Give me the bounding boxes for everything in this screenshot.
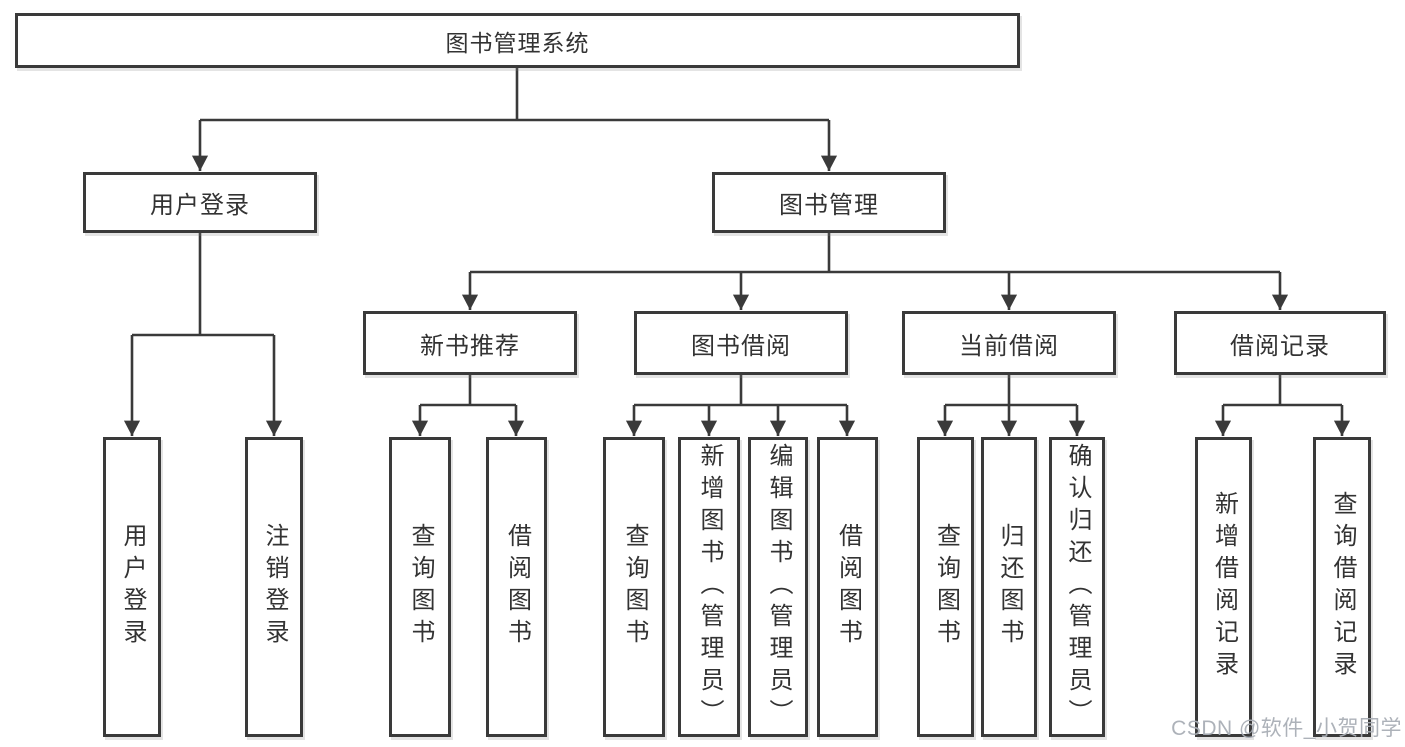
leaf-logout: 注销登录	[245, 437, 303, 737]
node-book-borrowing: 图书借阅	[634, 311, 848, 375]
leaf-confirm-return-admin: 确认归还（管理员）	[1049, 437, 1105, 737]
leaf-label: 查询图书	[407, 523, 434, 651]
leaf-label: 查询借阅记录	[1329, 491, 1356, 683]
leaf-label: 借阅图书	[834, 523, 862, 651]
leaf-label: 新增图书（管理员）	[696, 443, 723, 731]
leaf-label: 用户登录	[119, 523, 146, 651]
leaf-add-borrow-record: 新增借阅记录	[1195, 437, 1252, 737]
leaf-query-books-borrowing: 查询图书	[603, 437, 665, 737]
leaf-query-books-current: 查询图书	[917, 437, 974, 737]
node-user-login: 用户登录	[83, 172, 317, 233]
csdn-watermark: CSDN @软件_小贺同学	[1171, 717, 1402, 740]
leaf-label: 注销登录	[261, 523, 288, 651]
leaf-borrow-books-recommend: 借阅图书	[486, 437, 547, 737]
leaf-label: 查询图书	[621, 523, 648, 651]
leaf-label: 新增借阅记录	[1210, 491, 1238, 683]
leaf-label: 查询图书	[932, 523, 960, 651]
leaf-return-books: 归还图书	[981, 437, 1037, 737]
leaf-query-borrow-record: 查询借阅记录	[1313, 437, 1371, 737]
leaf-add-book-admin: 新增图书（管理员）	[678, 437, 740, 737]
leaf-query-books-recommend: 查询图书	[389, 437, 451, 737]
leaf-user-login: 用户登录	[103, 437, 161, 737]
leaf-borrow-books-borrowing: 借阅图书	[817, 437, 878, 737]
leaf-label: 借阅图书	[503, 523, 531, 651]
node-new-book-recommendation: 新书推荐	[363, 311, 577, 375]
node-current-borrowing: 当前借阅	[902, 311, 1116, 375]
leaf-edit-book-admin: 编辑图书（管理员）	[748, 437, 808, 737]
leaf-label: 归还图书	[996, 523, 1023, 651]
leaf-label: 编辑图书（管理员）	[765, 443, 792, 731]
node-book-management: 图书管理	[712, 172, 946, 233]
leaf-label: 确认归还（管理员）	[1064, 443, 1091, 731]
node-borrowing-records: 借阅记录	[1174, 311, 1386, 375]
node-library-system: 图书管理系统	[15, 13, 1020, 68]
